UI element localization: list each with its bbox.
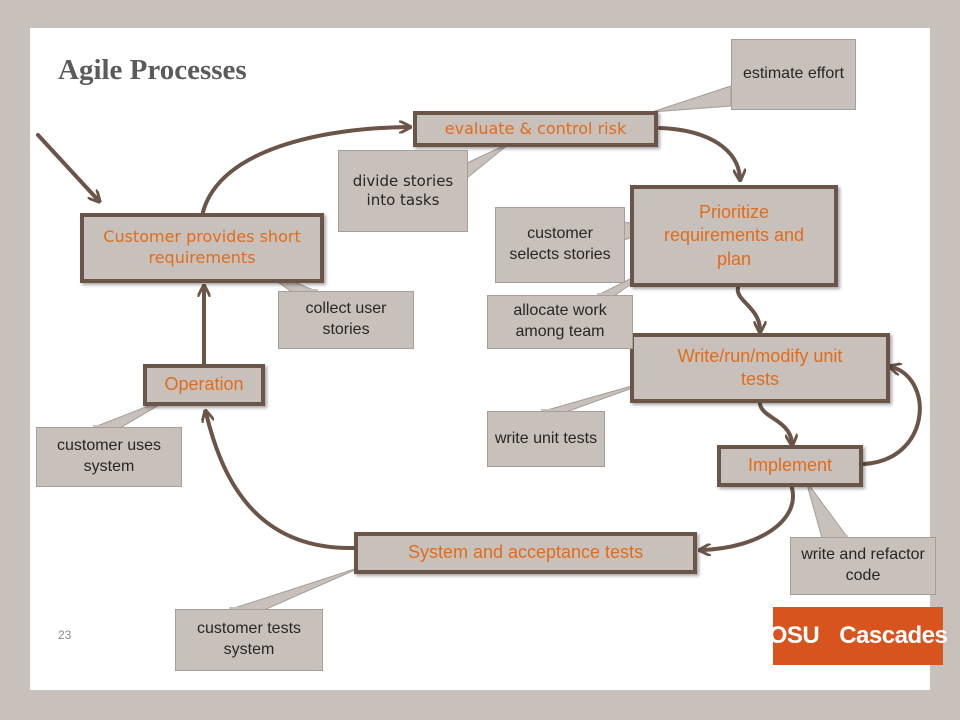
logo-osu-text: OSU xyxy=(768,622,820,649)
arrow-acceptance-to-operation xyxy=(206,413,356,551)
acceptance-tests-box: System and acceptance tests xyxy=(354,532,697,574)
note-collect-stories: collect user stories xyxy=(278,291,414,349)
note-write-refactor-text: write and refactor code xyxy=(801,546,925,584)
note-write-refactor: write and refactor code xyxy=(790,537,936,595)
note-customer-uses: customer uses system xyxy=(36,427,182,487)
note-customer-uses-text: customer uses system xyxy=(56,437,162,475)
unit-tests-label: Write/run/modify unit tests xyxy=(677,345,843,389)
arrow-entry xyxy=(36,133,98,200)
logo-cascades-text: Cascades xyxy=(839,622,948,649)
note-write-unit-tests: write unit tests xyxy=(487,411,605,467)
note-customer-tests-text: customer tests system xyxy=(196,620,302,658)
operation-label: Operation xyxy=(164,374,244,395)
implement-label: Implement xyxy=(747,455,833,476)
note-allocate-work-text: allocate work among team xyxy=(513,302,607,340)
note-customer-selects: customer selects stories xyxy=(495,207,625,283)
evaluate-risk-box: evaluate & control risk xyxy=(413,111,658,147)
note-estimate-effort-text: estimate effort xyxy=(742,65,845,83)
note-divide-stories-text: divide stories into tasks xyxy=(352,171,454,210)
arrow-unit-tests-to-implement xyxy=(758,402,792,443)
arrow-implement-to-acceptance xyxy=(702,486,796,550)
prioritize-label: Prioritize requirements and plan xyxy=(663,201,805,269)
slide-number: 23 xyxy=(58,628,72,642)
implement-box: Implement xyxy=(717,445,863,487)
evaluate-risk-label: evaluate & control risk xyxy=(444,118,627,138)
osu-cascades-logo: OSU Cascades xyxy=(769,607,948,665)
note-customer-selects-text: customer selects stories xyxy=(509,225,611,263)
arrow-evaluate-to-prioritize xyxy=(658,126,740,178)
note-divide-stories: divide stories into tasks xyxy=(338,150,468,232)
note-estimate-effort: estimate effort xyxy=(731,39,856,110)
prioritize-box: Prioritize requirements and plan xyxy=(630,185,838,287)
unit-tests-box: Write/run/modify unit tests xyxy=(630,333,890,403)
slide-title: Agile Processes xyxy=(58,54,247,86)
operation-box: Operation xyxy=(143,364,265,406)
arrow-customer-to-evaluate xyxy=(201,127,408,214)
customer-requirements-label: Customer provides short requirements xyxy=(103,227,301,267)
arrow-implement-to-unit-tests xyxy=(862,367,922,466)
note-write-unit-tests-text: write unit tests xyxy=(494,429,598,447)
pointer-divide-stories xyxy=(466,142,511,180)
pointer-customer-tests xyxy=(227,565,365,611)
customer-requirements-box: Customer provides short requirements xyxy=(80,213,324,283)
note-customer-tests: customer tests system xyxy=(175,609,323,671)
pointer-estimate-effort xyxy=(651,85,732,113)
note-collect-stories-text: collect user stories xyxy=(305,300,387,338)
pointer-write-refactor xyxy=(805,480,849,539)
note-allocate-work: allocate work among team xyxy=(487,295,633,349)
acceptance-tests-label: System and acceptance tests xyxy=(407,542,644,563)
arrow-prioritize-to-unit-tests xyxy=(735,286,760,330)
